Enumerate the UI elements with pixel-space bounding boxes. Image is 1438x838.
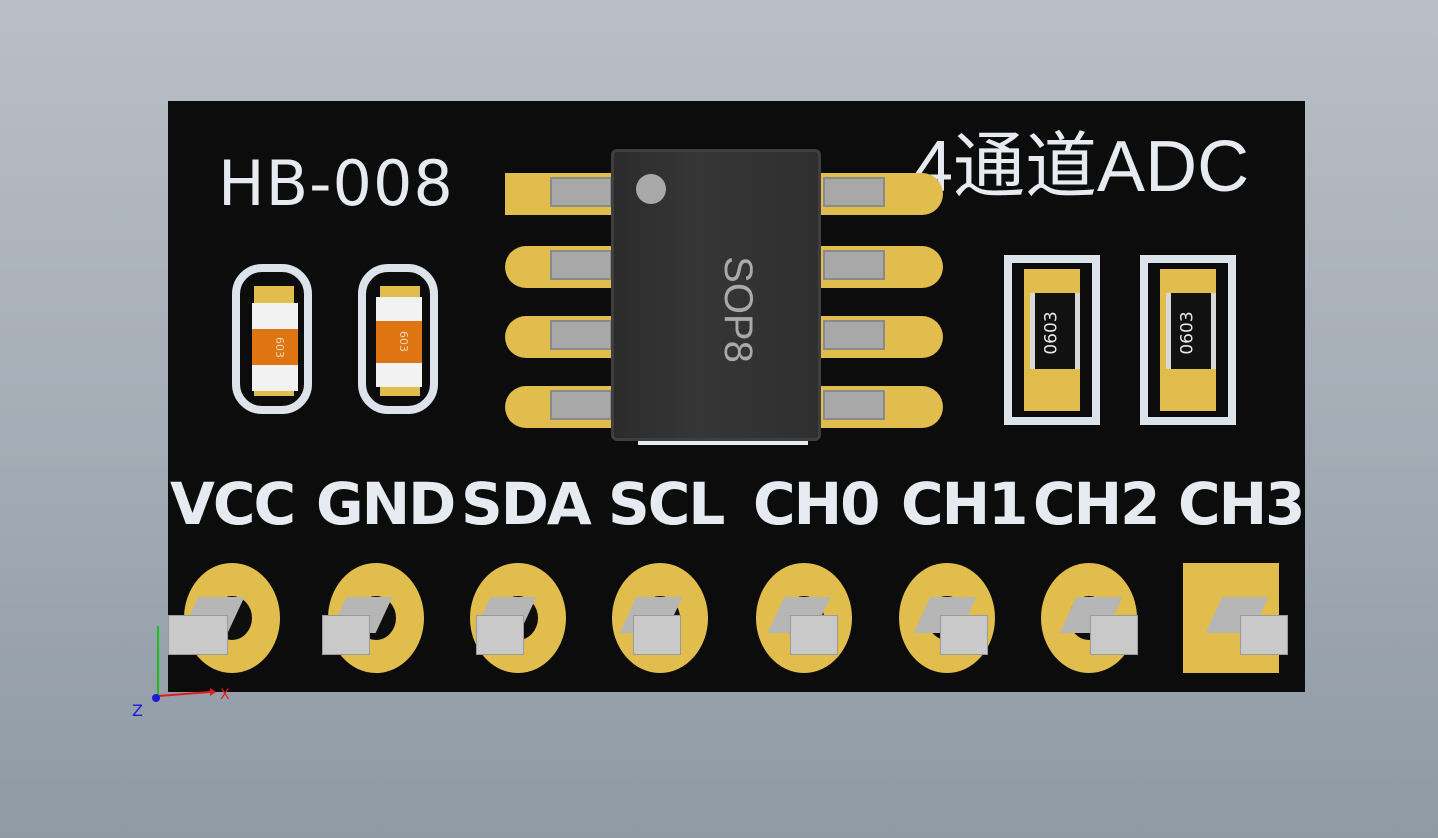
- resistor-marking: 603: [273, 337, 286, 358]
- resistor-cap: [376, 297, 422, 321]
- header-pin: [322, 615, 370, 655]
- resistor-cap: [252, 303, 298, 329]
- ic-lead: [550, 390, 612, 420]
- ic-lead: [550, 177, 612, 207]
- z-axis-dot: [152, 694, 160, 702]
- pin-label-ch2: CH2: [1033, 470, 1160, 538]
- resistor-marking: 0603: [1177, 311, 1198, 355]
- resistor-outline: [1004, 255, 1100, 425]
- resistor-outline: [358, 264, 438, 414]
- resistor-body[interactable]: [1166, 293, 1216, 369]
- ic-lead: [823, 390, 885, 420]
- pin-label-scl: SCL: [608, 470, 725, 538]
- pin1-dot: [636, 174, 666, 204]
- pcb-board[interactable]: HB-008 4通道ADC SOP8 603: [168, 101, 1305, 692]
- resistor-cap: [252, 365, 298, 391]
- resistor-outline: [232, 264, 312, 414]
- pin-label-ch1: CH1: [901, 470, 1028, 538]
- resistor-cap: [376, 363, 422, 387]
- header-pin: [476, 615, 524, 655]
- ic-lead: [550, 250, 612, 280]
- ic-pin1-marker: [638, 437, 808, 445]
- chip-label: SOP8: [715, 256, 760, 363]
- x-axis-arrow: [210, 688, 216, 696]
- x-axis-label: X: [220, 687, 230, 703]
- ic-lead: [823, 320, 885, 350]
- header-pin: [940, 615, 988, 655]
- ic-lead: [550, 320, 612, 350]
- resistor-body[interactable]: [1030, 293, 1080, 369]
- board-title-label: 4通道ADC: [913, 127, 1250, 207]
- pin-label-ch3: CH3: [1178, 470, 1305, 538]
- board-model-label: HB-008: [218, 147, 454, 220]
- pin-label-sda: SDA: [461, 470, 592, 538]
- header-pin: [633, 615, 681, 655]
- header-pin: [168, 615, 228, 655]
- pin-label-gnd: GND: [316, 470, 456, 538]
- resistor-body[interactable]: [252, 329, 298, 365]
- header-pin: [1240, 615, 1288, 655]
- pin-label-vcc: VCC: [170, 470, 296, 538]
- resistor-marking: 0603: [1041, 311, 1062, 355]
- z-axis-label: Z: [132, 701, 143, 720]
- ic-lead: [823, 177, 885, 207]
- resistor-marking: 603: [397, 331, 410, 352]
- header-pin: [1090, 615, 1138, 655]
- x-axis-line: [157, 691, 211, 697]
- resistor-outline: [1140, 255, 1236, 425]
- header-pin: [790, 615, 838, 655]
- resistor-body[interactable]: [376, 321, 422, 363]
- pin-label-ch0: CH0: [753, 470, 880, 538]
- ic-lead: [823, 250, 885, 280]
- sop8-chip[interactable]: SOP8: [611, 149, 821, 441]
- axis-gizmo: X Z: [132, 626, 230, 720]
